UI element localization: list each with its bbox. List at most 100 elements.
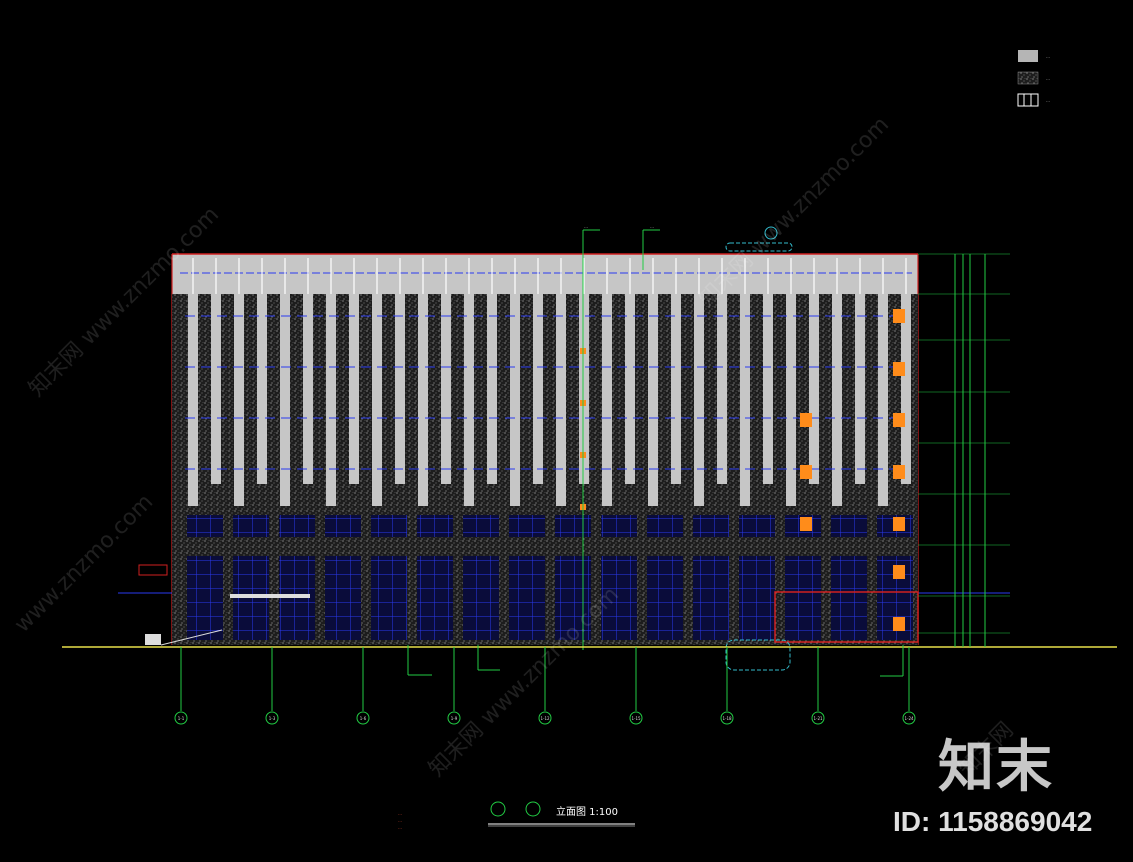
brand-id: ID: 1158869042	[893, 806, 1093, 837]
glazing-panel	[325, 515, 361, 537]
facade-strip	[832, 294, 842, 506]
ramp-step	[145, 634, 161, 645]
note-1: …	[398, 811, 402, 816]
glazing-panel	[601, 515, 637, 537]
grid-axis-label: 1-21	[813, 716, 823, 721]
glazing-panel	[279, 515, 315, 537]
note-3: …	[398, 825, 402, 830]
grid-axis-label: 1-6	[360, 716, 367, 721]
facade-strip	[625, 294, 635, 484]
glazing-panel	[739, 515, 775, 537]
grid-axis-label: 1-9	[451, 716, 458, 721]
facade-strip	[556, 294, 566, 506]
callout-bubble	[764, 226, 778, 240]
grid-axis-bubble	[265, 711, 279, 725]
glazing-panel	[509, 556, 545, 640]
glazing-panel	[739, 556, 775, 640]
glazing-panel	[463, 515, 499, 537]
level-ruler	[918, 253, 1010, 647]
glazing-panel	[555, 515, 591, 537]
legend-swatch-granite	[1017, 71, 1039, 85]
facade-strip	[809, 294, 819, 484]
facade-strip	[349, 294, 359, 484]
facade-strip	[855, 294, 865, 484]
grid-axis-label: 1-12	[540, 716, 550, 721]
glazing-panel	[693, 515, 729, 537]
accent-panel	[800, 465, 812, 479]
facade-strip	[533, 294, 543, 484]
facade-strip	[372, 294, 382, 506]
drawing-title-block	[488, 801, 635, 827]
facade-strip	[763, 294, 773, 484]
facade-strip	[671, 294, 681, 484]
facade-strip	[441, 294, 451, 484]
facade-strip	[464, 294, 474, 506]
facade-strip	[717, 294, 727, 484]
glazing-panel	[371, 556, 407, 640]
glazing-panel	[463, 556, 499, 640]
facade-strip	[234, 294, 244, 506]
callout-cloud-bottom	[725, 639, 791, 671]
accent-panel	[893, 517, 905, 531]
note-top-2: …	[650, 224, 654, 229]
facade-strip	[579, 294, 589, 484]
grid-axis-bubble	[629, 711, 643, 725]
facade-strip	[211, 294, 221, 484]
parapet-fins	[192, 258, 907, 294]
accent-panel	[893, 617, 905, 631]
glazing-panel	[417, 556, 453, 640]
facade-strip	[694, 294, 704, 506]
grid-axis-bubble	[902, 711, 916, 725]
glazing-panel	[187, 556, 223, 640]
facade-strip	[901, 294, 911, 484]
accent-panel	[893, 362, 905, 376]
accent-panel	[893, 413, 905, 427]
drawing-title: 立面图 1:100	[556, 807, 618, 818]
glazing-panel	[693, 556, 729, 640]
title-bubble-2	[525, 801, 541, 817]
facade-strip	[418, 294, 428, 506]
brand-logo-text: 知末	[938, 735, 1054, 800]
glazing-panel	[371, 515, 407, 537]
accent-panel	[893, 465, 905, 479]
accent-panel	[893, 565, 905, 579]
parapet-band	[172, 254, 918, 294]
grid-axis-bubble	[356, 711, 370, 725]
accent-panel	[893, 309, 905, 323]
accent-panel	[800, 517, 812, 531]
facade-strip	[878, 294, 888, 506]
glazing-panel	[417, 515, 453, 537]
facade-strip	[740, 294, 750, 506]
accent-panel	[800, 413, 812, 427]
grid-axis-bubble	[811, 711, 825, 725]
grid-axis-bubble	[447, 711, 461, 725]
grid-axis-label: 1-1	[178, 716, 185, 721]
building-elevation	[118, 253, 1010, 646]
lower-bays	[187, 515, 913, 640]
glazing-panel	[785, 556, 821, 640]
legend-label-granite: …	[1046, 76, 1050, 81]
grid-axis-bubble	[538, 711, 552, 725]
glazing-panel	[509, 515, 545, 537]
callout-cloud-top	[725, 242, 793, 252]
grid-axis-bubble	[720, 711, 734, 725]
legend-swatch-gray	[1018, 50, 1038, 62]
legend-label-glazing: …	[1046, 98, 1050, 103]
legend-label-gray: …	[1046, 54, 1050, 59]
grid-axis-label: 1-15	[631, 716, 641, 721]
grid-axis-bubble	[174, 711, 188, 725]
upper-bays	[185, 294, 911, 506]
entrance-canopy-slab	[230, 594, 310, 598]
title-bubble-1	[490, 801, 506, 817]
glazing-panel	[647, 515, 683, 537]
facade-strip	[257, 294, 267, 484]
note-top-1: …	[584, 224, 588, 229]
legend	[1017, 50, 1039, 107]
grid-axis-label: 1-3	[269, 716, 276, 721]
facade-strip	[280, 294, 290, 506]
facade-strip	[487, 294, 497, 484]
facade-strip	[648, 294, 658, 506]
entrance-canopy	[138, 564, 168, 576]
